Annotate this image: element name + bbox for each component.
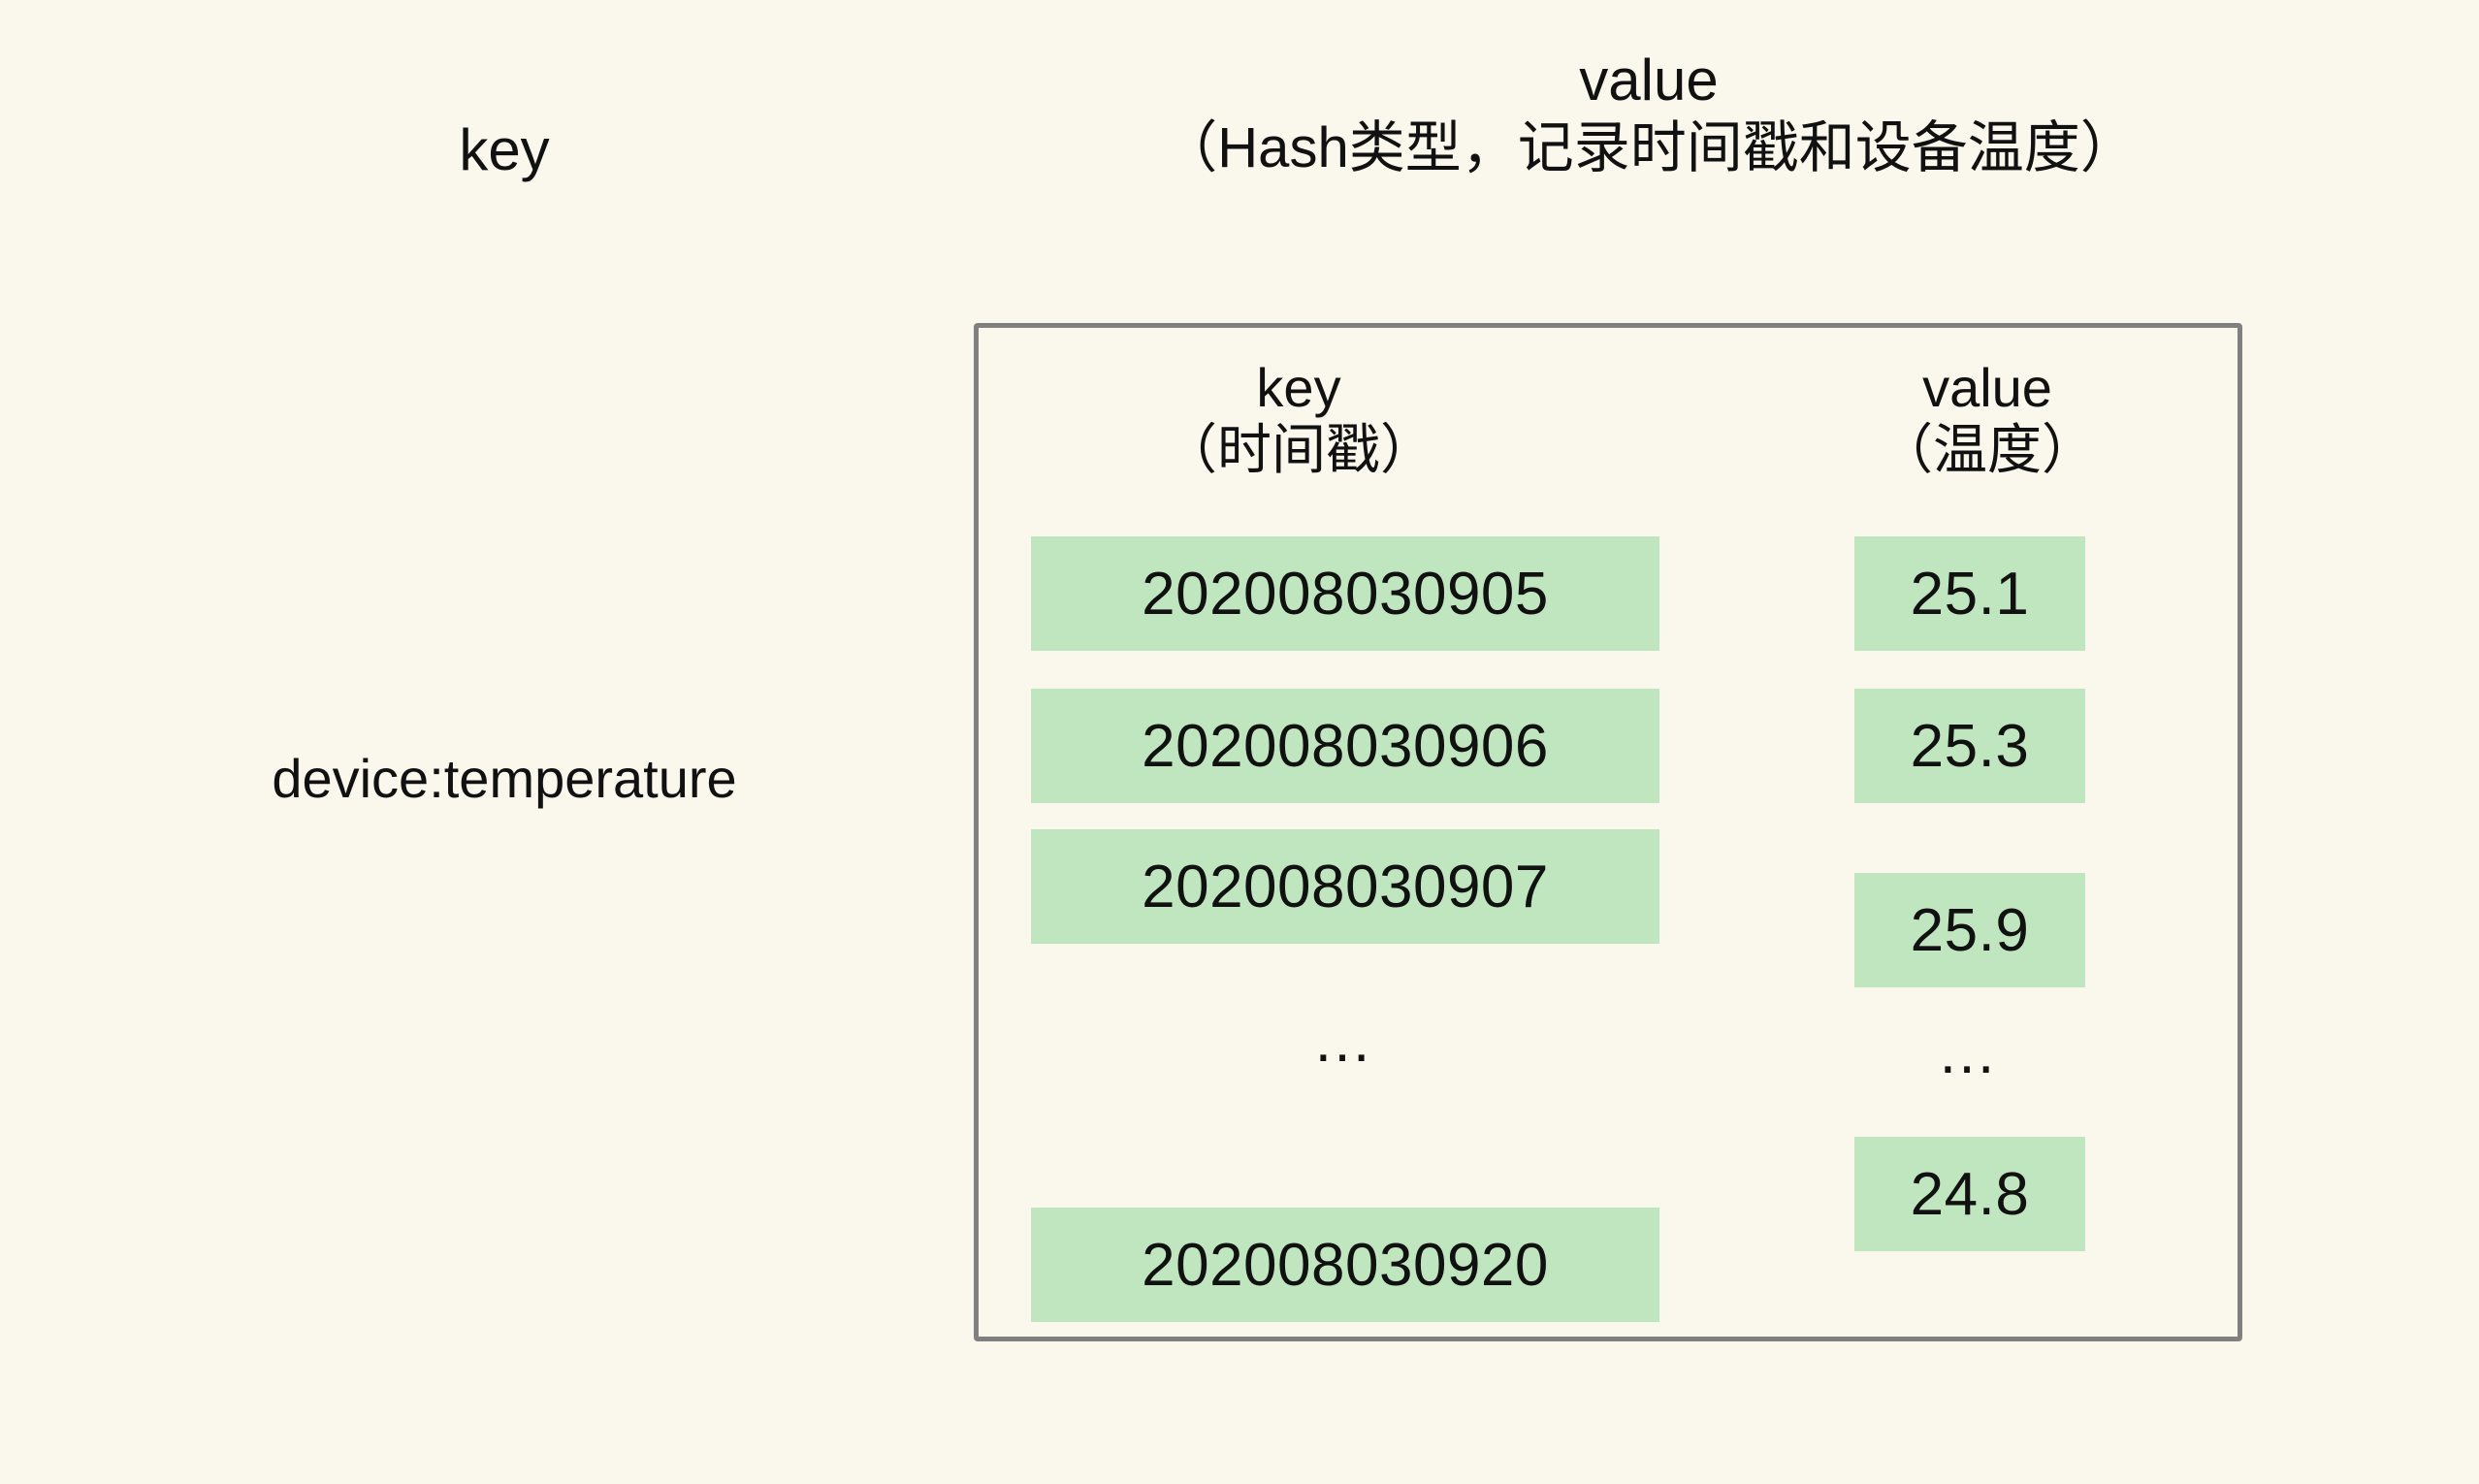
table-row-key-cell: 202008030906 bbox=[1031, 689, 1659, 803]
column-header-value: value （温度） bbox=[1784, 357, 2191, 482]
table-row-key-ellipsis: … bbox=[1312, 1008, 1378, 1075]
outer-value-heading-line1: value bbox=[1579, 48, 1719, 113]
table-row-value-ellipsis: … bbox=[1937, 1019, 2003, 1086]
outer-value-heading-line2: （Hash类型，记录时间戳和设备温度） bbox=[1161, 115, 2137, 179]
column-header-value-title: value bbox=[1922, 357, 2052, 418]
table-row-value-cell: 25.1 bbox=[1854, 536, 2085, 651]
table-row-value-cell: 24.8 bbox=[1854, 1137, 2085, 1251]
table-row-value-cell: 25.3 bbox=[1854, 689, 2085, 803]
table-row-key-cell: 202008030907 bbox=[1031, 829, 1659, 944]
column-header-key-subtitle: （时间戳） bbox=[1163, 419, 1434, 481]
column-header-key: key （时间戳） bbox=[998, 357, 1599, 482]
table-row-value-cell: 25.9 bbox=[1854, 873, 2085, 987]
table-row-key-cell: 202008030920 bbox=[1031, 1208, 1659, 1322]
table-row-key-cell: 202008030905 bbox=[1031, 536, 1659, 651]
column-header-value-subtitle: （温度） bbox=[1879, 419, 2096, 481]
outer-key-heading: key bbox=[459, 117, 550, 182]
column-header-key-title: key bbox=[1256, 357, 1341, 418]
redis-key-name: device:temperature bbox=[272, 748, 737, 809]
outer-value-heading: value （Hash类型，记录时间戳和设备温度） bbox=[989, 47, 2308, 181]
hash-value-box: key （时间戳） value （温度） 202008030905 25.1 2… bbox=[974, 323, 2242, 1341]
